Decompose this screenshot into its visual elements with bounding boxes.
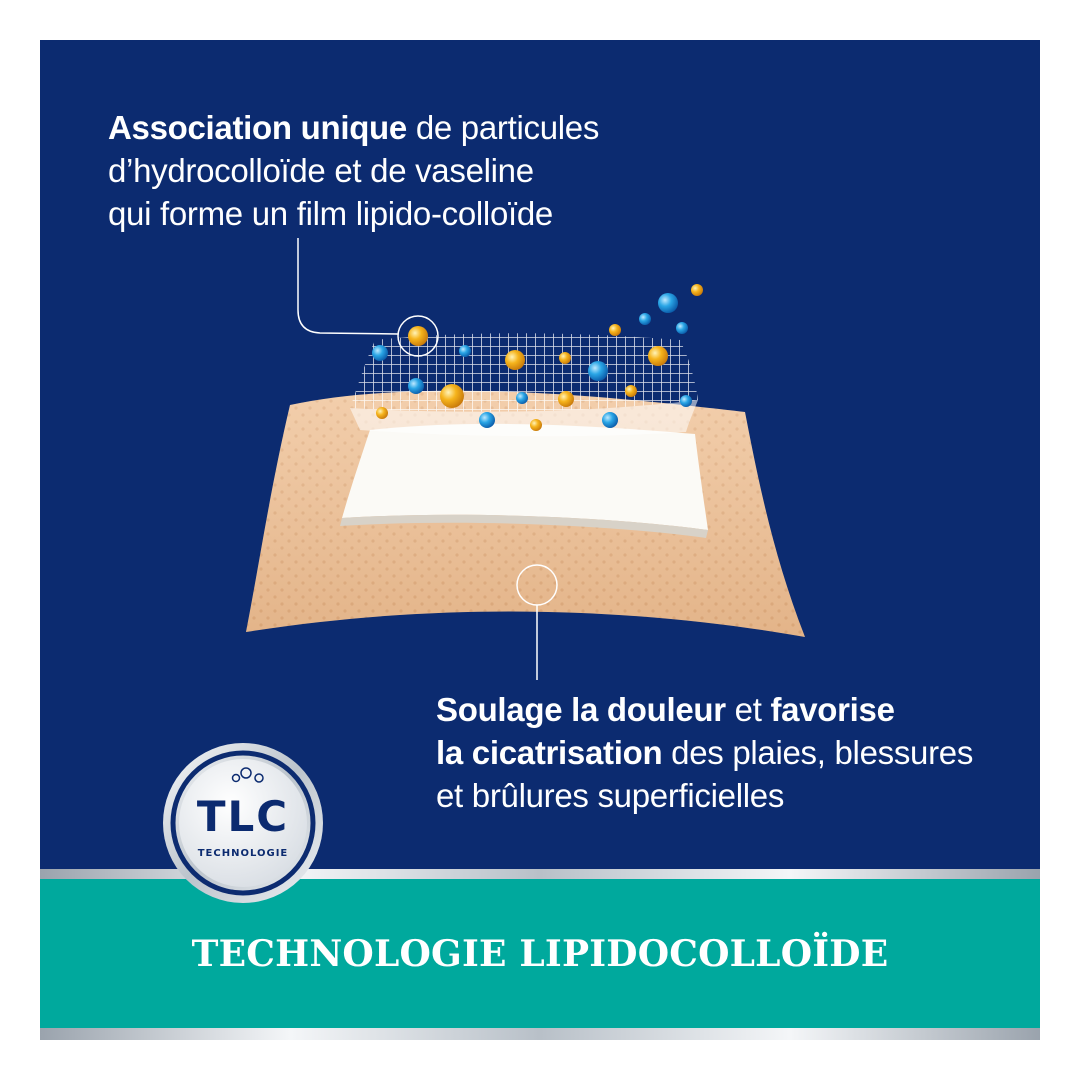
badge-label: TECHNOLOGIE: [197, 848, 289, 859]
callout-bottom-connector-word: et: [725, 691, 771, 728]
footer-title: TECHNOLOGIE LIPIDOCOLLOÏDE: [191, 932, 889, 975]
bandage-illustration: [246, 238, 805, 680]
silver-divider-top: [40, 869, 1040, 879]
callout-bottom-bold-c: la cicatrisation: [436, 734, 663, 771]
callout-top-connector: [297, 238, 439, 357]
badge-letters: TLC: [196, 792, 290, 841]
callout-top-line-3: qui forme un film lipido-colloïde: [108, 195, 553, 232]
particles: [372, 284, 703, 431]
tlc-technology-badge: TLC TECHNOLOGIE: [160, 740, 326, 906]
callout-bottom-bold-b: favorise: [770, 691, 895, 728]
teal-footer-band: [40, 879, 1040, 1028]
silver-divider-bottom: [40, 1028, 1040, 1040]
callout-bottom-text: Soulage la douleur et favorise la cicatr…: [436, 688, 973, 817]
callout-top-line-1: Association unique de particules: [108, 106, 599, 149]
absorbent-pad: [340, 423, 708, 538]
callout-bottom-line-1: Soulage la douleur et favorise: [436, 688, 973, 731]
callout-top-text: Association unique de particules d’hydro…: [108, 106, 599, 235]
callout-bottom-line-2: la cicatrisation des plaies, blessures: [436, 731, 973, 774]
circle-callout-icon: [397, 315, 439, 357]
callout-top-regular: de particules: [406, 109, 600, 146]
infographic-frame: Association unique de particules d’hydro…: [40, 40, 1040, 1040]
callout-bottom-connector: [516, 564, 558, 680]
callout-bottom-bold-a: Soulage la douleur: [436, 691, 726, 728]
callout-top-bold: Association unique: [108, 109, 407, 146]
callout-bottom-line-3: et brûlures superficielles: [436, 777, 785, 814]
tlc-seal-icon: [163, 743, 323, 903]
callout-bottom-regular: des plaies, blessures: [662, 734, 974, 771]
callout-top-line-2: d’hydrocolloïde et de vaseline: [108, 152, 534, 189]
